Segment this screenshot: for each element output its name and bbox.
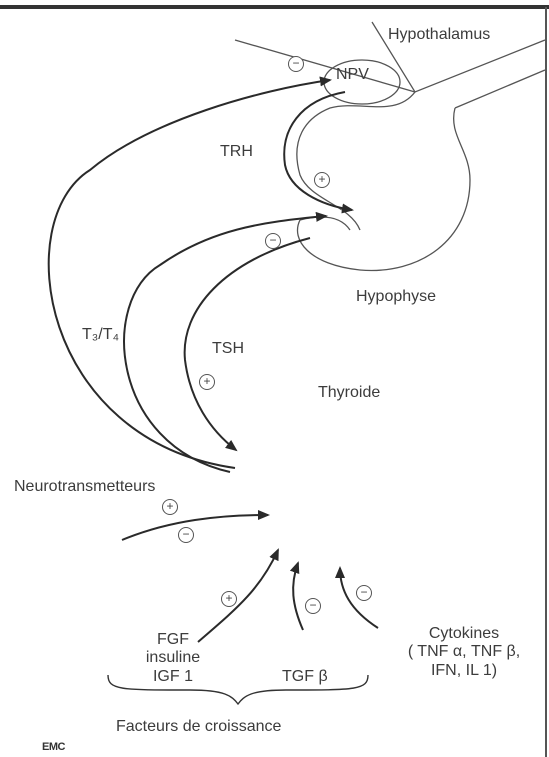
fgf-line-1: FGF — [118, 631, 228, 649]
cytokines-line-3: IFN, IL 1) — [384, 662, 544, 680]
neurotransmetteurs-label: Neurotransmetteurs — [14, 478, 155, 496]
fgf-effect-sign: + — [221, 591, 237, 607]
neuro-minus-sign: − — [178, 527, 194, 543]
cytokines-label: Cytokines ( TNF α, TNF β, IFN, IL 1) — [384, 625, 544, 680]
t3t4-label: T₃/T₄ — [82, 326, 119, 344]
cytokines-effect-sign: − — [356, 585, 372, 601]
pituitary-feedback-sign: − — [265, 233, 281, 249]
npv-label: NPV — [336, 66, 369, 84]
facteurs-label: Facteurs de croissance — [116, 718, 281, 736]
trh-arrow — [284, 92, 352, 210]
tgf-label: TGF β — [282, 668, 328, 686]
tgf-arrow — [293, 563, 303, 630]
hypothalamus-outline — [235, 22, 545, 270]
hypothalamus-label: Hypothalamus — [388, 26, 490, 44]
tsh-arrow — [185, 238, 310, 450]
neuro-plus-sign: + — [162, 499, 178, 515]
emc-logo: EMC — [42, 741, 65, 754]
tsh-effect-sign: + — [199, 374, 215, 390]
thyroide-label: Thyroide — [318, 384, 380, 402]
tsh-label: TSH — [212, 340, 244, 358]
trh-effect-sign: + — [314, 172, 330, 188]
npv-feedback-sign: − — [288, 56, 304, 72]
fgf-arrow — [198, 550, 278, 642]
cytokines-line-1: Cytokines — [384, 625, 544, 643]
neurotransmitter-arrow — [122, 515, 268, 540]
cytokines-line-2: ( TNF α, TNF β, — [384, 643, 544, 661]
fgf-label: FGF insuline IGF 1 — [118, 631, 228, 686]
t3t4-to-npv-arrow — [49, 80, 330, 468]
fgf-line-3: IGF 1 — [118, 668, 228, 686]
hypophyse-label: Hypophyse — [356, 288, 436, 306]
fgf-line-2: insuline — [118, 649, 228, 667]
tgf-effect-sign: − — [305, 598, 321, 614]
trh-label: TRH — [220, 143, 253, 161]
